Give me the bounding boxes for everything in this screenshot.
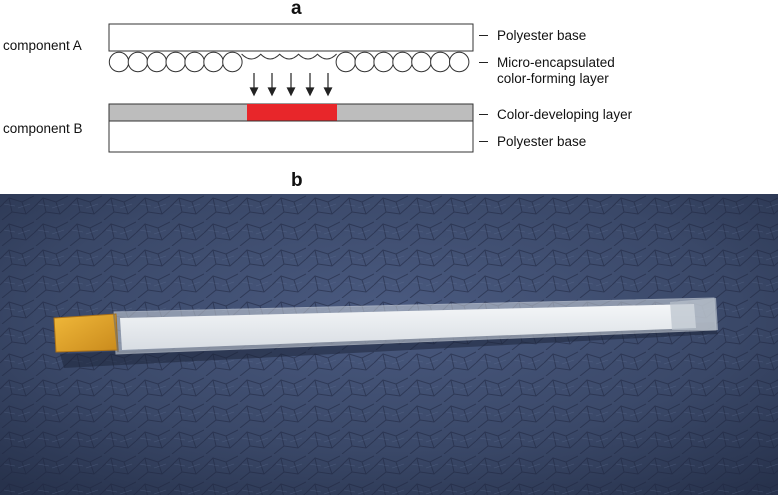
- microcapsule: [449, 51, 470, 73]
- tick-bottom-base: [479, 141, 488, 142]
- arrow-head: [323, 87, 333, 97]
- microcapsule: [354, 51, 375, 73]
- ruptured-capsule: [279, 53, 300, 60]
- arrow-head: [286, 87, 296, 97]
- arrow-head: [305, 87, 315, 97]
- label-color-developing-layer: Color-developing layer: [497, 107, 633, 122]
- indicator-strip-photo: [0, 194, 778, 495]
- white-indicator-strip: [120, 304, 696, 350]
- panel-a-letter: a: [291, 0, 302, 19]
- microcapsule: [165, 51, 186, 73]
- label-top-polyester-base: Polyester base: [497, 28, 587, 43]
- microcapsule: [335, 51, 356, 73]
- tab-seam: [113, 313, 119, 353]
- ruptured-capsule: [297, 53, 319, 60]
- component-b-polyester-base: [108, 120, 474, 153]
- component-b-label: component B: [3, 121, 83, 136]
- arrow-head: [249, 87, 259, 97]
- tick-top-base: [479, 35, 488, 36]
- sleeve-end: [670, 298, 718, 330]
- microcapsule: [373, 51, 394, 73]
- microcapsule: [127, 51, 149, 73]
- developing-arrows: [249, 73, 333, 97]
- microcapsule: [184, 51, 205, 73]
- ruptured-capsule: [316, 53, 337, 60]
- arrow-head: [267, 87, 277, 97]
- panel-b-letter: b: [291, 170, 303, 191]
- ruptured-capsule: [260, 53, 281, 60]
- label-bottom-polyester-base: Polyester base: [497, 134, 587, 149]
- component-a-label: component A: [3, 38, 82, 53]
- orange-tab: [53, 313, 119, 353]
- microcapsule: [222, 51, 243, 73]
- developed-color-region: [247, 104, 337, 121]
- microcapsule: [411, 51, 432, 73]
- microcapsule: [146, 51, 168, 73]
- tick-developing-layer: [479, 114, 488, 115]
- microcapsule-row: [108, 51, 470, 73]
- microcapsule: [203, 51, 224, 73]
- component-a-polyester-base: [108, 23, 474, 52]
- microcapsule: [430, 51, 451, 73]
- microcapsule: [392, 51, 413, 73]
- label-capsule-layer-line1: Micro-encapsulated: [497, 55, 615, 70]
- microcapsule: [108, 51, 130, 73]
- layer-diagram: [108, 23, 474, 153]
- label-capsule-layer-line2: color-forming layer: [497, 71, 609, 86]
- ruptured-capsule: [241, 53, 262, 60]
- tick-capsule-layer: [479, 62, 488, 63]
